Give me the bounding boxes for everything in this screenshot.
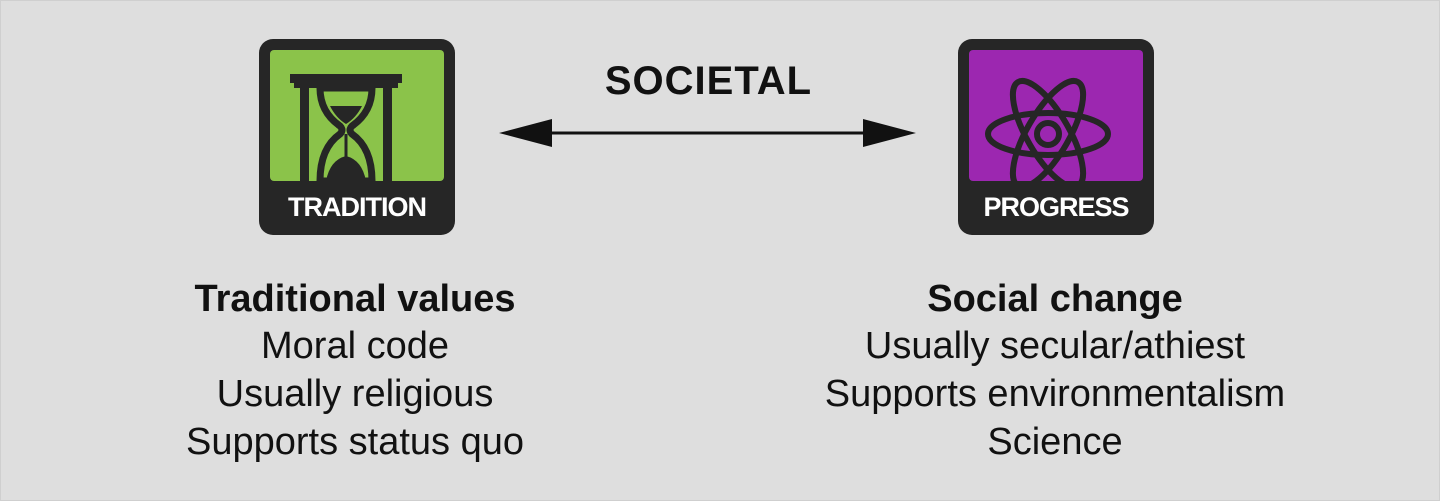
- atom-icon: [985, 77, 1111, 181]
- tradition-badge-panel: [270, 50, 444, 181]
- progress-badge-panel: [969, 50, 1143, 181]
- progress-badge: PROGRESS: [958, 39, 1154, 235]
- tradition-badge: TRADITION: [259, 39, 455, 235]
- social-change-heading: Social change: [927, 278, 1183, 320]
- traditional-values-column: Traditional values Moral code Usually re…: [45, 276, 665, 466]
- double-headed-arrow: [499, 119, 916, 147]
- social-change-column: Social change Usually secular/athiest Su…: [745, 276, 1365, 466]
- right-list-item: Supports environmentalism: [824, 373, 1286, 415]
- tradition-badge-label: TRADITION: [288, 192, 427, 222]
- right-list-item: Usually secular/athiest: [864, 325, 1246, 367]
- left-list-item: Moral code: [261, 325, 449, 367]
- progress-badge-label: PROGRESS: [983, 192, 1129, 222]
- hourglass-icon: [290, 74, 402, 181]
- left-list-item: Supports status quo: [186, 421, 524, 463]
- right-list-item: Science: [987, 421, 1123, 463]
- traditional-values-heading: Traditional values: [194, 278, 516, 320]
- left-list-item: Usually religious: [216, 373, 494, 415]
- societal-arrow-label: SOCIETAL: [604, 59, 813, 103]
